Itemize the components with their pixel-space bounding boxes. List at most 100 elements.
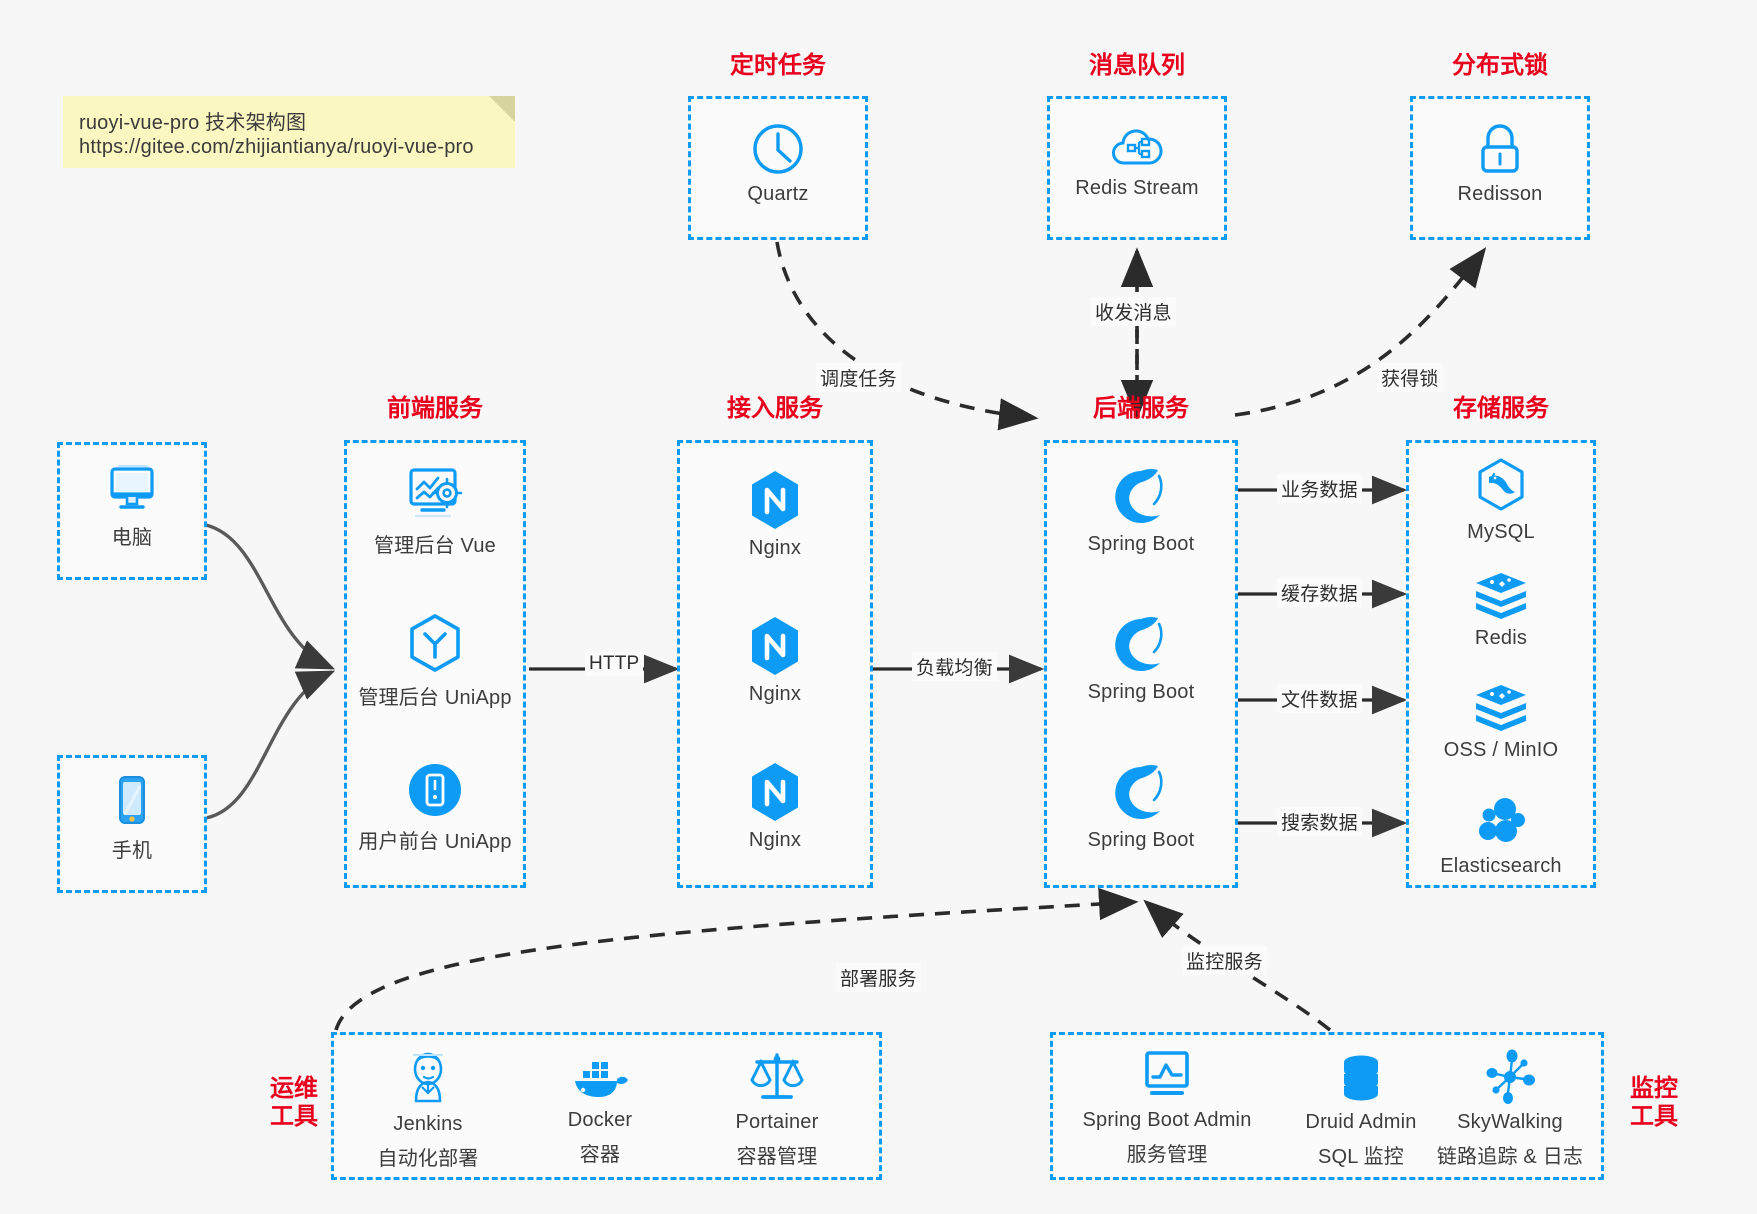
wire-pc-to-frontend (205, 523, 336, 670)
elasticsearch-icon (1409, 793, 1593, 849)
node-jenkins[interactable]: Jenkins 自动化部署 (348, 1049, 508, 1171)
node-label: Spring Boot (1087, 829, 1195, 851)
group-title-monitoring-line2: 工具 (1630, 1102, 1678, 1130)
edge-label-http: HTTP (585, 652, 644, 676)
group-box-scheduled-task: Quartz (688, 96, 868, 240)
node-label: Quartz (747, 183, 809, 205)
group-title-devops-line1: 运维 (270, 1075, 318, 1102)
node-druid-admin[interactable]: Druid Admin SQL 监控 (1281, 1053, 1441, 1169)
node-label: Druid Admin (1305, 1111, 1417, 1133)
node-label: SkyWalking (1457, 1111, 1563, 1133)
node-spring-boot-1[interactable]: Spring Boot (1047, 467, 1235, 556)
node-spring-boot-2[interactable]: Spring Boot (1047, 615, 1235, 704)
node-pc[interactable]: 电脑 (60, 461, 204, 550)
node-label: Redisson (1457, 183, 1543, 205)
uniapp-hexagon-icon (347, 613, 523, 675)
spring-leaf-icon (1047, 615, 1235, 675)
group-box-devops: Jenkins 自动化部署 Docker 容器 (331, 1032, 882, 1180)
edge-label-business-data: 业务数据 (1277, 474, 1362, 503)
nginx-icon (680, 615, 870, 677)
node-label: OSS / MinIO (1443, 739, 1559, 761)
mysql-dolphin-icon (1409, 457, 1593, 515)
node-label: Elasticsearch (1440, 855, 1562, 877)
group-box-storage: MySQL Redis (1406, 440, 1596, 888)
group-title-backend: 后端服务 (1093, 395, 1189, 422)
node-mysql[interactable]: MySQL (1409, 457, 1593, 544)
node-label: Spring Boot (1087, 533, 1195, 555)
node-admin-uniapp[interactable]: 管理后台 UniApp (347, 613, 523, 710)
group-box-frontend: 管理后台 Vue 管理后台 UniApp 用户前台 U (344, 440, 526, 888)
mobile-circle-icon (347, 761, 523, 819)
group-box-monitoring: Spring Boot Admin 服务管理 Druid Admin SQL 监… (1050, 1032, 1604, 1180)
wire-mobile-to-frontend (205, 670, 336, 820)
edge-label-deploy-service: 部署服务 (836, 963, 921, 992)
edge-label-file-data: 文件数据 (1277, 684, 1362, 713)
monitor-chart-icon (1067, 1049, 1267, 1103)
node-nginx-1[interactable]: Nginx (680, 469, 870, 560)
edge-label-acquire-lock: 获得锁 (1377, 363, 1443, 392)
cloud-stream-icon (1050, 123, 1224, 171)
node-user-uniapp[interactable]: 用户前台 UniApp (347, 761, 523, 854)
node-label: 电脑 (111, 527, 153, 549)
wire-backend-to-lock (1234, 247, 1487, 417)
node-sublabel: 容器 (579, 1144, 621, 1166)
database-icon (1281, 1053, 1441, 1105)
node-redis-stream[interactable]: Redis Stream (1050, 123, 1224, 200)
group-box-gateway: Nginx Nginx Nginx (677, 440, 873, 888)
group-box-client-pc: 电脑 (57, 442, 207, 580)
node-label: MySQL (1467, 521, 1535, 543)
node-label: Docker (567, 1109, 633, 1131)
node-mobile[interactable]: 手机 (60, 774, 204, 863)
nginx-icon (680, 761, 870, 823)
clock-icon (691, 121, 865, 177)
group-title-message-queue: 消息队列 (1089, 52, 1185, 79)
phone-icon (60, 774, 204, 828)
group-title-distributed-lock: 分布式锁 (1452, 52, 1548, 79)
node-docker[interactable]: Docker 容器 (520, 1055, 680, 1167)
group-title-devops: 运维 工具 (258, 1075, 330, 1130)
node-label: Jenkins (393, 1113, 463, 1135)
node-spring-boot-admin[interactable]: Spring Boot Admin 服务管理 (1067, 1049, 1267, 1167)
desktop-icon (60, 461, 204, 515)
node-label: Nginx (748, 829, 802, 851)
group-title-monitoring-line1: 监控 (1630, 1075, 1678, 1102)
node-label: 管理后台 UniApp (358, 687, 512, 709)
node-redis[interactable]: Redis (1409, 571, 1593, 650)
node-label: Nginx (748, 537, 802, 559)
wire-devops-to-backend (334, 887, 1139, 1031)
nginx-icon (680, 469, 870, 531)
node-sublabel: 自动化部署 (377, 1148, 479, 1170)
group-title-gateway: 接入服务 (727, 395, 823, 422)
group-box-backend: Spring Boot Spring Boot Spring Boot (1044, 440, 1238, 888)
node-admin-vue[interactable]: 管理后台 Vue (347, 465, 523, 558)
node-portainer[interactable]: Portainer 容器管理 (692, 1049, 862, 1169)
note-fold-corner (489, 96, 515, 122)
node-quartz[interactable]: Quartz (691, 121, 865, 206)
jenkins-butler-icon (348, 1049, 508, 1107)
node-redisson[interactable]: Redisson (1413, 121, 1587, 206)
edge-label-search-data: 搜索数据 (1277, 807, 1362, 836)
node-label: Spring Boot (1087, 681, 1195, 703)
edge-label-cache-data: 缓存数据 (1277, 578, 1362, 607)
node-label: 手机 (111, 840, 153, 862)
group-title-storage: 存储服务 (1453, 395, 1549, 422)
note-title: ruoyi-vue-pro 技术架构图 (79, 112, 307, 134)
group-title-scheduled-task: 定时任务 (730, 52, 826, 79)
group-title-monitoring: 监控 工具 (1618, 1075, 1690, 1130)
node-spring-boot-3[interactable]: Spring Boot (1047, 763, 1235, 852)
node-sublabel: 链路追踪 & 日志 (1436, 1146, 1584, 1168)
redis-stack-icon (1409, 683, 1593, 733)
node-skywalking[interactable]: SkyWalking 链路追踪 & 日志 (1421, 1049, 1599, 1169)
spring-leaf-icon (1047, 763, 1235, 823)
edge-label-load-balance: 负载均衡 (912, 652, 997, 681)
node-oss-minio[interactable]: OSS / MinIO (1409, 683, 1593, 762)
group-box-distributed-lock: Redisson (1410, 96, 1590, 240)
node-nginx-2[interactable]: Nginx (680, 615, 870, 706)
node-sublabel: 服务管理 (1126, 1144, 1208, 1166)
node-nginx-3[interactable]: Nginx (680, 761, 870, 852)
edge-label-schedule-task: 调度任务 (816, 363, 901, 392)
skywalking-node-icon (1421, 1049, 1599, 1105)
group-title-devops-line2: 工具 (270, 1102, 318, 1130)
node-elasticsearch[interactable]: Elasticsearch (1409, 793, 1593, 878)
node-label: Redis (1474, 627, 1528, 649)
